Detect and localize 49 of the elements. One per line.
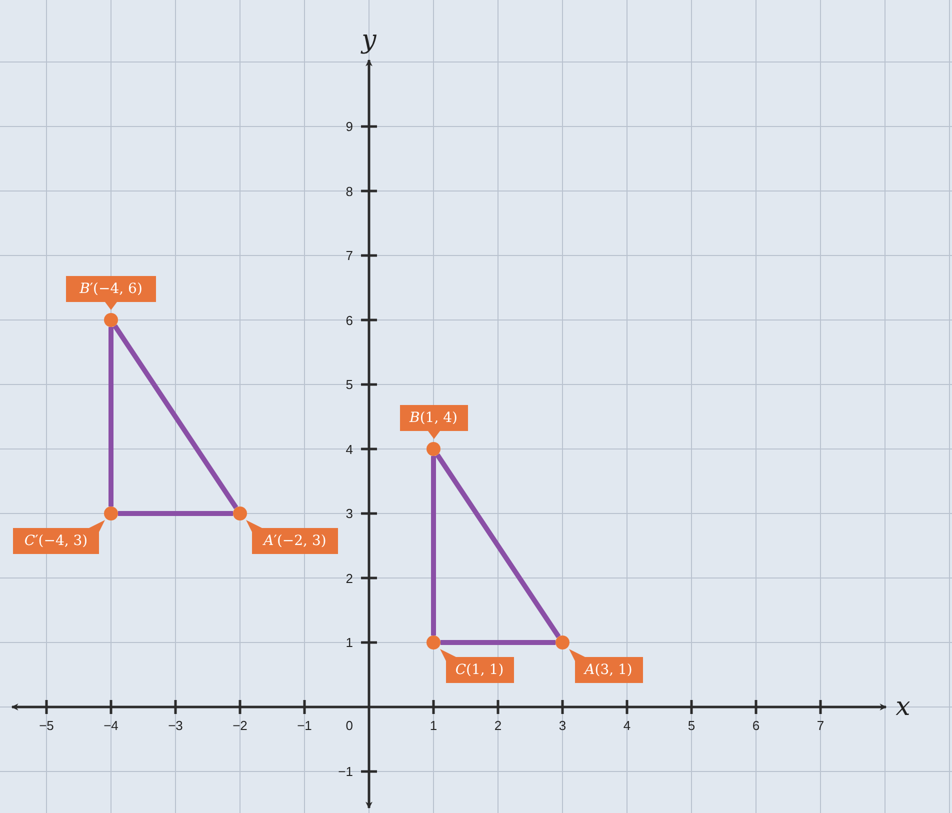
axis-label: x xyxy=(896,692,910,722)
tick-label: 7 xyxy=(816,718,824,732)
coordinate-callout xyxy=(13,520,105,554)
coordinate-callout xyxy=(440,648,514,682)
coordinate-callout xyxy=(246,520,338,554)
tick-label: 3 xyxy=(558,718,566,732)
tick-label: −1 xyxy=(297,718,312,732)
tick-label: 4 xyxy=(623,718,631,732)
point-label: C(1, 1) xyxy=(454,660,505,680)
tick-label: 2 xyxy=(346,570,353,586)
triangle-side xyxy=(112,324,238,510)
point-label: B′(−4, 6) xyxy=(78,280,144,299)
tick-label: −3 xyxy=(168,718,183,732)
point-label: C′(−4, 3) xyxy=(23,532,89,550)
coordinate-callout xyxy=(66,276,156,310)
tick-label: 6 xyxy=(752,718,760,732)
tick-label: 1 xyxy=(346,635,353,650)
point-label: B(1, 4) xyxy=(408,409,458,428)
tick-label: 5 xyxy=(688,718,696,732)
point-label: A(3, 1) xyxy=(582,660,634,680)
point-label: A′(−2, 3) xyxy=(262,532,328,550)
tick-label: 4 xyxy=(346,442,353,456)
vertex-dot xyxy=(426,442,440,456)
vertex-dot xyxy=(426,636,440,650)
vertex-dot xyxy=(104,313,118,327)
tick-label: 7 xyxy=(346,248,353,263)
tick-label: −2 xyxy=(232,718,248,732)
triangle-side xyxy=(435,453,561,638)
tick-label: 9 xyxy=(346,119,353,134)
coordinate-callout xyxy=(400,405,468,439)
tick-label: −1 xyxy=(338,764,353,779)
triangle-side xyxy=(118,511,233,516)
vertex-dot xyxy=(233,506,247,520)
tick-label: 6 xyxy=(346,312,353,328)
vertex-dot xyxy=(104,506,118,520)
vertex-dot xyxy=(556,636,570,650)
tick-label: 3 xyxy=(346,506,353,521)
triangle-side xyxy=(431,456,436,636)
tick-label: −5 xyxy=(39,718,54,732)
tick-label: 0 xyxy=(346,718,353,732)
tick-label: 1 xyxy=(430,718,438,732)
tick-label: 8 xyxy=(346,184,353,198)
triangle-side xyxy=(108,327,114,506)
tick-label: −4 xyxy=(104,718,118,732)
tick-label: 5 xyxy=(346,377,353,392)
coordinate-callout xyxy=(568,648,642,682)
axis-label: y xyxy=(362,25,376,55)
tick-label: 2 xyxy=(494,718,502,732)
triangle-side xyxy=(440,640,556,645)
